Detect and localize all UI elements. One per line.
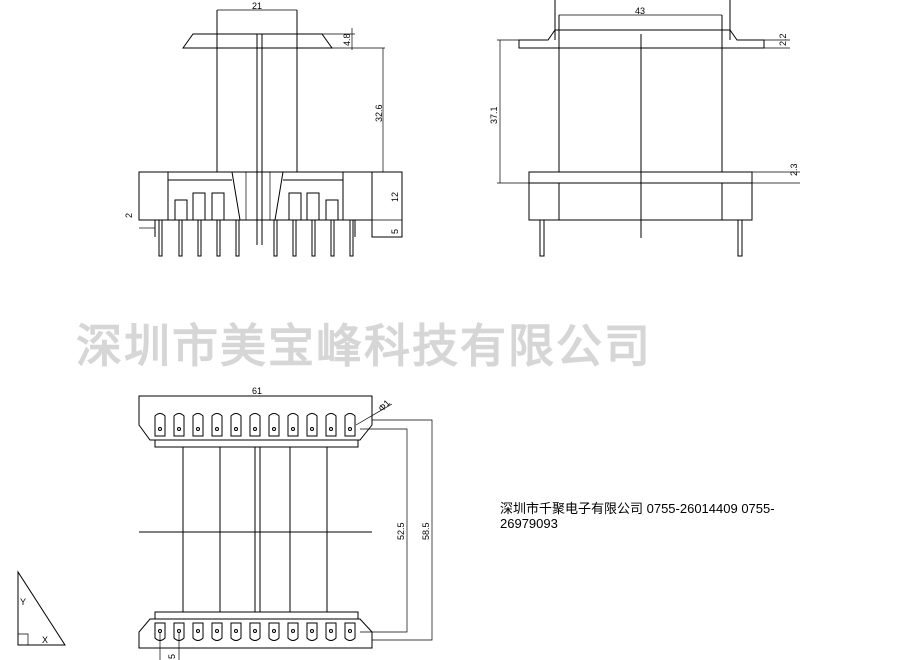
axis-symbol: Y X [17, 570, 66, 646]
bottom-dim-width: 61 [252, 386, 262, 396]
front-view: 21 4.8 32.6 12 5 2 [124, 1, 403, 257]
side-dim-width: 43 [635, 6, 645, 16]
axis-x-label: X [42, 635, 48, 645]
front-dim-left: 2 [124, 213, 134, 218]
side-dim-flange: 2.2 [778, 33, 788, 46]
side-view: 43 2.2 37.1 2.3 [489, 0, 800, 257]
front-base [138, 171, 373, 221]
bottom-top-slots [154, 413, 356, 437]
front-dim-width: 21 [252, 1, 262, 11]
front-dim-height: 32.6 [374, 104, 384, 122]
bottom-dim-inner: 52.5 [396, 522, 406, 540]
axis-y-label: Y [20, 597, 26, 607]
front-dim-base: 12 [390, 192, 400, 202]
contact-line-2: 26979093 [500, 516, 558, 531]
bottom-dim-hole: Φ1 [376, 398, 392, 414]
side-dim-total: 37.1 [489, 106, 499, 124]
bottom-dim-pin-pitch: 5 [167, 654, 177, 659]
side-dim-base: 2.3 [789, 163, 799, 176]
watermark-text: 深圳市美宝峰科技有限公司 [76, 319, 652, 373]
front-dim-flange: 4.8 [342, 33, 352, 46]
bottom-dim-outer: 58.5 [421, 522, 431, 540]
contact-line-1: 深圳市千聚电子有限公司 0755-26014409 0755- [500, 501, 775, 516]
front-pins [158, 219, 354, 257]
side-base [528, 171, 753, 221]
side-top-flange [518, 29, 765, 49]
bottom-view: 61 [138, 386, 433, 660]
bottom-bottom-plate [138, 618, 373, 649]
front-dim-pin: 5 [390, 229, 400, 234]
bottom-bottom-slots [154, 622, 356, 641]
